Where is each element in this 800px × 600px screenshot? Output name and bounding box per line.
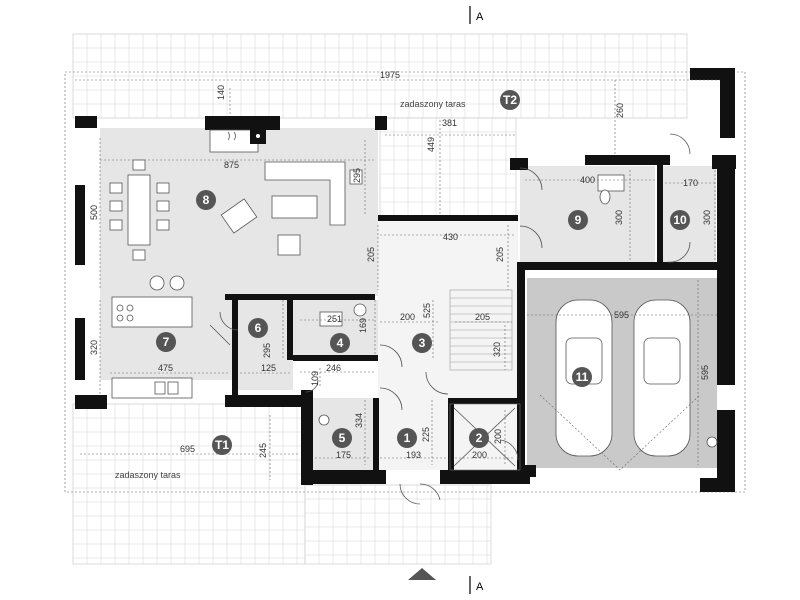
room-badge-8: 8	[196, 190, 216, 210]
room-9-floor	[520, 166, 655, 264]
svg-text:2: 2	[476, 431, 483, 445]
dim-room4-169: 169	[358, 318, 368, 333]
kitchen-counter-icon	[111, 296, 231, 399]
dim-top-140: 140	[216, 85, 226, 100]
terrace-top-grid	[72, 33, 688, 221]
dim-room10-300: 300	[702, 210, 712, 225]
terrace-bottom-badge-text: T1	[215, 438, 229, 452]
room-badge-5: 5	[332, 428, 352, 448]
dim-room1-193: 193	[406, 450, 421, 460]
dim-kitchen-475: 475	[158, 363, 173, 373]
svg-text:4: 4	[337, 336, 344, 350]
dim-living-295: 295	[352, 168, 362, 183]
terrace-bottom-label: zadaszony taras	[115, 470, 181, 480]
dim-room9-400: 400	[580, 175, 595, 185]
svg-text:7: 7	[163, 335, 170, 349]
svg-text:5: 5	[339, 431, 346, 445]
room-badge-2: 2	[469, 428, 489, 448]
dim-room6-295: 295	[262, 343, 272, 358]
door-swings	[219, 133, 691, 505]
dim-corridor-246: 246	[326, 363, 341, 373]
dining-table-icon	[109, 159, 170, 261]
svg-text:10: 10	[673, 213, 687, 227]
dim-room5-175: 175	[336, 450, 351, 460]
room-badge-1: 1	[397, 428, 417, 448]
terrace-bottom-grid	[72, 403, 492, 565]
sofa-icon	[220, 161, 363, 256]
room-badge-4: 4	[330, 333, 350, 353]
terrace-top-label: zadaszony taras	[400, 99, 466, 109]
dim-hall-205-left: 205	[366, 247, 376, 262]
dim-overall-width: 1975	[380, 70, 400, 80]
dim-room1-225: 225	[421, 427, 431, 442]
roof-outline	[64, 71, 746, 493]
dim-room6-125: 125	[261, 363, 276, 373]
dim-terrace-695: 695	[180, 444, 195, 454]
section-marker-bottom: A	[476, 581, 484, 593]
walls	[75, 68, 736, 492]
dim-terrace-245: 245	[258, 443, 268, 458]
dim-hall-205-right: 205	[495, 247, 505, 262]
room-badge-7: 7	[156, 332, 176, 352]
dim-room3-525: 525	[422, 303, 432, 318]
svg-text:1: 1	[404, 431, 411, 445]
terrace-top-badge-text: T2	[503, 93, 517, 107]
dim-garage-595-w: 595	[614, 310, 629, 320]
dim-kitchen-320: 320	[89, 340, 99, 355]
dim-corridor-109: 109	[310, 371, 320, 386]
room-badge-3: 3	[412, 333, 432, 353]
room-badge-9: 9	[568, 210, 588, 230]
bathroom-fixtures-icon	[318, 174, 718, 448]
svg-text:8: 8	[203, 193, 210, 207]
terrace-bottom-badge	[212, 435, 232, 455]
svg-text:11: 11	[576, 370, 589, 384]
entrance-arrow-icon	[408, 568, 436, 580]
room-badge-6: 6	[248, 318, 268, 338]
room-badge-11: 11	[572, 367, 592, 387]
dim-garage-595-h: 595	[700, 365, 710, 380]
dim-room9-300: 300	[614, 210, 624, 225]
bar-stools-icon	[149, 275, 185, 291]
dim-room3-200: 200	[400, 312, 415, 322]
dim-room2-200-w: 200	[472, 450, 487, 460]
dim-room10-170: 170	[683, 178, 698, 188]
dim-terrace-449: 449	[426, 137, 436, 152]
terrace-top-badge	[500, 90, 520, 110]
dim-stairs-205: 205	[475, 312, 490, 322]
dim-room2-200-h: 200	[493, 429, 503, 444]
dim-hall-430: 430	[443, 232, 458, 242]
dim-terrace-381: 381	[442, 118, 457, 128]
dim-living-500: 500	[89, 205, 99, 220]
svg-text:6: 6	[255, 321, 262, 335]
room-badge-10: 10	[670, 210, 690, 230]
fireplace-icon	[209, 128, 266, 153]
dim-stairs-320: 320	[492, 342, 502, 357]
dim-room4-251: 251	[327, 314, 342, 324]
svg-text:9: 9	[575, 213, 582, 227]
room-6-floor	[238, 300, 293, 390]
dim-room5-334: 334	[354, 413, 364, 428]
svg-text:3: 3	[419, 336, 426, 350]
section-marker-top: A	[476, 11, 484, 23]
garage-door-swing	[539, 394, 701, 471]
dim-living-875: 875	[224, 160, 239, 170]
dim-right-260: 260	[615, 103, 625, 118]
dimension-lines	[75, 79, 720, 480]
room-2-box	[449, 403, 521, 471]
